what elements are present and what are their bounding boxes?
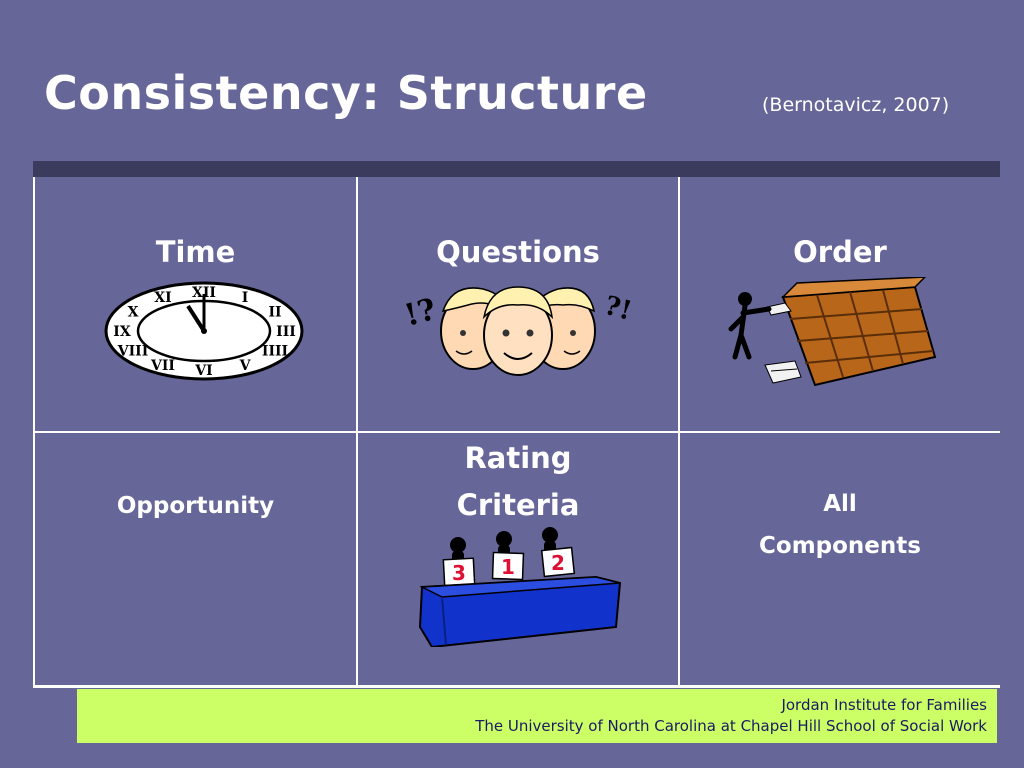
score-card-text: 1 xyxy=(501,555,515,579)
clock-numeral: VI xyxy=(194,363,212,379)
puzzled-faces-icon: !? ?! xyxy=(401,286,635,376)
cell-rating-criteria: Rating Criteria 3 1 2 xyxy=(358,433,678,685)
cell-label-rating: Rating xyxy=(464,441,572,475)
cell-label-criteria: Criteria xyxy=(456,488,580,522)
cell-order: Order xyxy=(680,177,1000,431)
clock-numeral: X xyxy=(128,305,139,321)
clock-numeral: II xyxy=(268,305,281,321)
cell-label-components: Components xyxy=(759,533,921,559)
cell-label-all: All xyxy=(823,491,857,517)
cell-label-order: Order xyxy=(793,235,887,269)
clock-numeral: IIII xyxy=(262,344,288,360)
svg-text:?!: ?! xyxy=(601,291,635,327)
clock-numeral: IX xyxy=(113,324,131,340)
clock-numeral: XII xyxy=(192,285,216,301)
slide-title: Consistency: Structure xyxy=(44,66,648,120)
cell-label-time: Time xyxy=(155,235,236,269)
cell-label-opportunity: Opportunity xyxy=(116,493,275,519)
clock-numeral: XI xyxy=(154,290,171,306)
clock-numeral: V xyxy=(239,358,252,374)
cell-all-components: All Components xyxy=(680,433,1000,685)
clock-numeral: I xyxy=(242,290,249,306)
footer-banner: Jordan Institute for Families The Univer… xyxy=(77,689,997,743)
clock-numeral: III xyxy=(276,324,296,340)
cell-opportunity: Opportunity xyxy=(35,433,356,685)
cell-questions: Questions !? ?! xyxy=(358,177,678,431)
footer-institute: Jordan Institute for Families xyxy=(781,696,987,714)
score-card-text: 3 xyxy=(452,561,466,585)
filing-cabinet-icon xyxy=(728,277,937,387)
title-divider-bar xyxy=(33,161,1000,177)
judges-panel-icon: 3 1 2 xyxy=(418,527,622,647)
citation: (Bernotavicz, 2007) xyxy=(762,94,950,116)
svg-text:!?: !? xyxy=(401,292,440,334)
clock-numeral: VIII xyxy=(117,344,149,360)
score-card-text: 2 xyxy=(551,551,565,575)
clock-numeral: VII xyxy=(150,358,175,374)
footer-university: The University of North Carolina at Chap… xyxy=(475,717,987,735)
cell-label-questions: Questions xyxy=(436,235,600,269)
